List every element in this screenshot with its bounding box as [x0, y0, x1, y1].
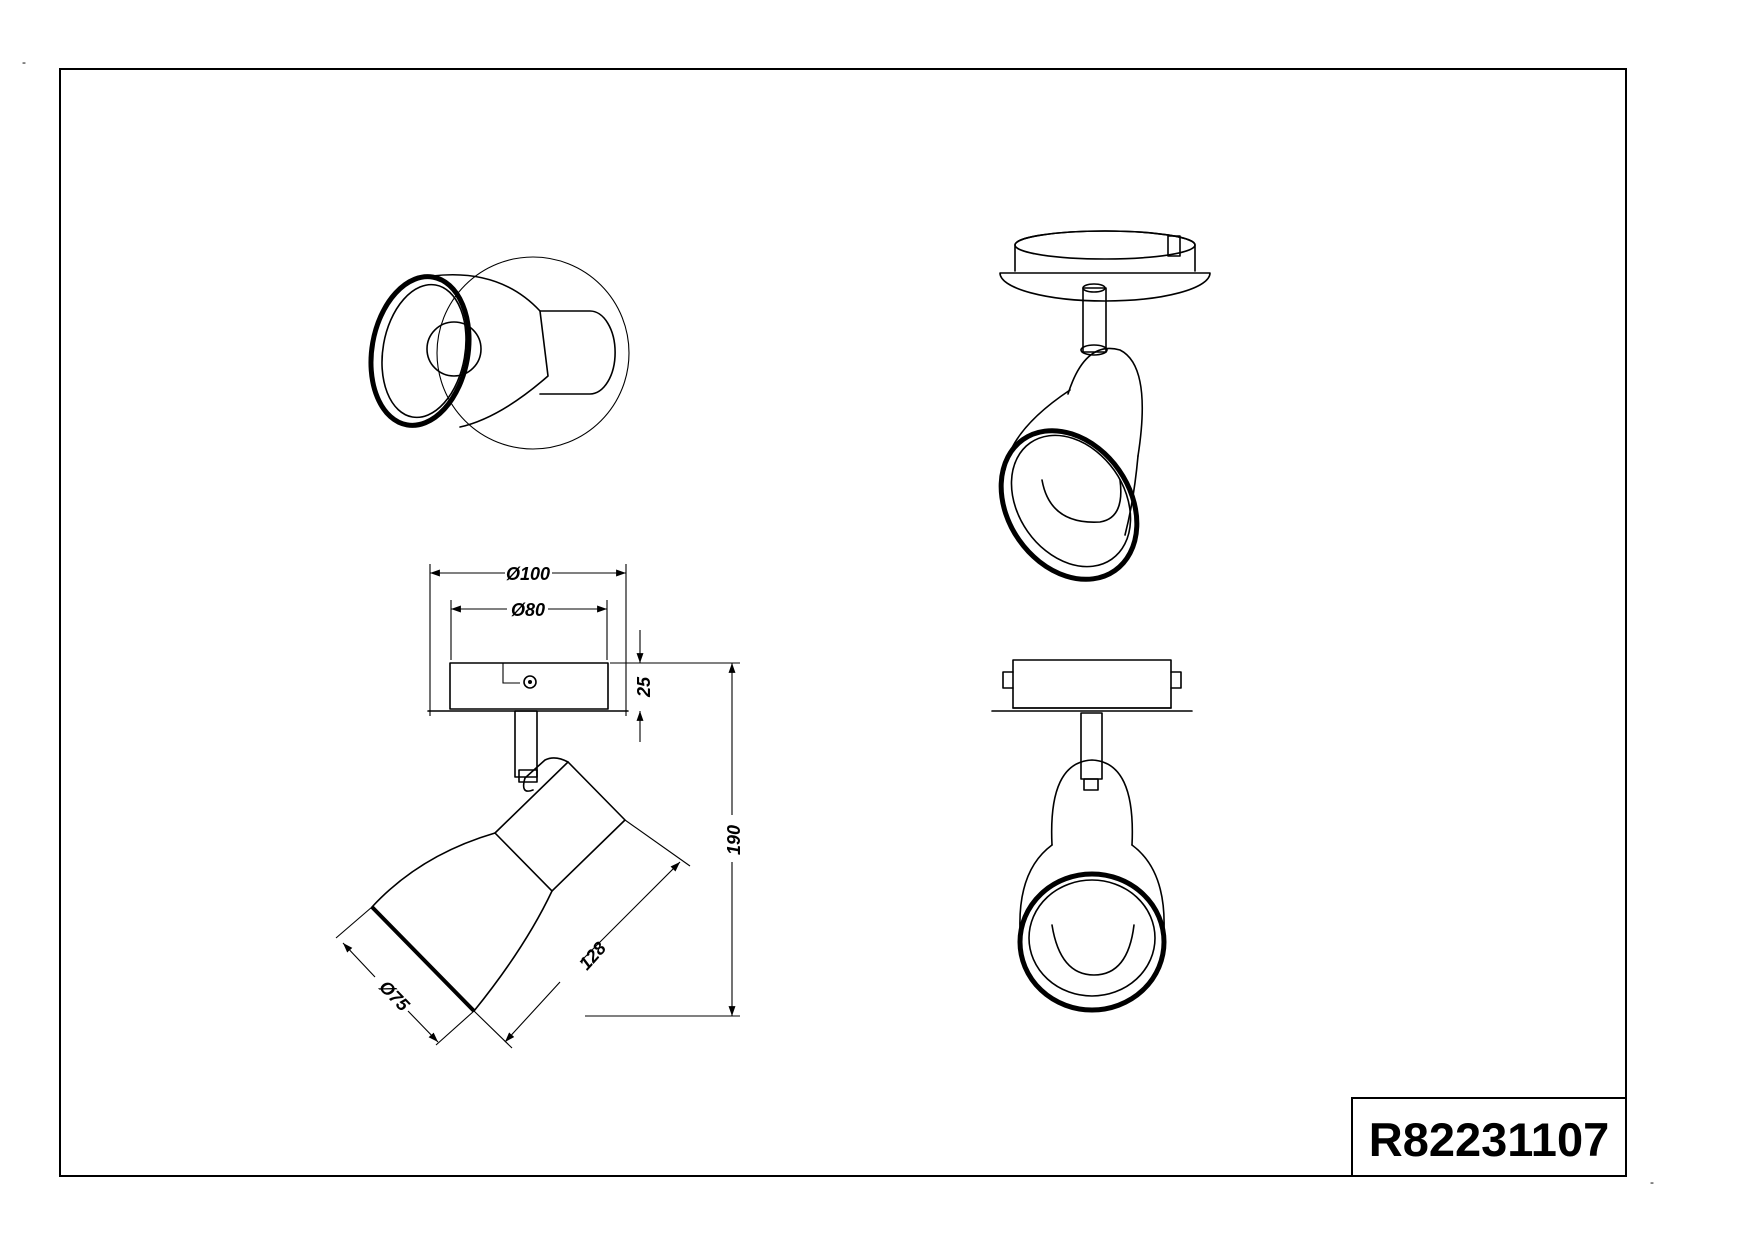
canopy-screw-dot: [528, 680, 532, 684]
dim-line-shade-diameter: [342, 942, 376, 978]
shade-rim: [370, 905, 476, 1013]
title-block: [1351, 1097, 1627, 1177]
dim-extension: [624, 819, 691, 867]
swivel-joint: [1083, 778, 1099, 791]
canopy-screw: [523, 675, 537, 689]
canopy-outline: [436, 256, 630, 450]
canopy-screw-right: [1170, 671, 1182, 689]
shade-rim: [1017, 871, 1167, 1013]
shade-top-cap: [522, 757, 569, 792]
dim-label-total-height: 190: [724, 825, 744, 855]
shade-neck: [1050, 759, 1134, 846]
shade-rim: [998, 428, 1140, 582]
elevation-view: [991, 659, 1193, 1013]
canopy-body: [1012, 659, 1172, 709]
canopy-screw: [1167, 235, 1181, 257]
dim-line-shade-length: [579, 861, 681, 963]
arm-cylinder: [539, 310, 616, 395]
product-code: R82231107: [1369, 1113, 1609, 1166]
shade-rim-inner: [1010, 434, 1132, 568]
swivel-joint: [518, 769, 538, 783]
dim-line-shade-length: [504, 981, 561, 1043]
canopy-slot: [502, 663, 520, 684]
swivel-arm-top: [1082, 283, 1106, 293]
bulb: [426, 321, 482, 377]
shade-body: [431, 273, 549, 428]
drawing-frame: [59, 68, 1627, 1177]
swivel-joint: [1080, 344, 1108, 356]
dim-label-shade-diameter: Ø75: [375, 977, 414, 1016]
dim-extension: [435, 1010, 475, 1046]
front-view: [368, 256, 630, 450]
perspective-view: [998, 230, 1211, 582]
shade-rim: [368, 274, 472, 428]
canopy-screw-left: [1002, 671, 1014, 689]
dim-label-base-outer-diameter: Ø100: [506, 564, 550, 584]
bulb: [1041, 479, 1122, 523]
swivel-arm: [514, 710, 538, 778]
shade-rim-inner: [1028, 879, 1156, 997]
dim-line-shade-diameter: [407, 1010, 439, 1043]
shade-body: [1019, 844, 1165, 931]
dim-label-base-inner-diameter: Ø80: [511, 600, 545, 620]
canopy-flange: [999, 272, 1211, 302]
dimension-lines: Ø100 Ø80 25 190 128 Ø75: [335, 564, 744, 1049]
bulb: [1051, 924, 1135, 976]
swivel-arm: [1082, 287, 1107, 353]
corner-mark-bottom-right: -: [1650, 1175, 1654, 1189]
canopy-top: [1014, 230, 1196, 260]
dim-label-shade-length: 128: [575, 938, 610, 974]
shade-neck: [494, 761, 626, 892]
corner-mark-top-left: -: [22, 55, 26, 69]
dim-extension: [335, 906, 373, 939]
dim-extension: [473, 1010, 513, 1049]
shade-body: [1004, 389, 1139, 536]
shade-neck: [1067, 347, 1144, 457]
swivel-arm: [1080, 712, 1103, 780]
canopy-body: [449, 662, 609, 710]
shade-rim-inner: [381, 283, 467, 419]
shade-body: [371, 832, 553, 1012]
dim-label-base-height: 25: [634, 676, 654, 698]
